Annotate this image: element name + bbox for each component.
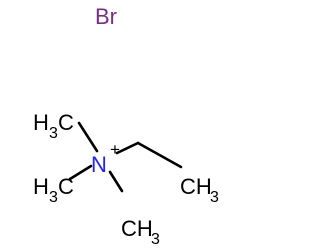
bond-ethyl-ch2-ch3 xyxy=(136,141,183,169)
methyl-right: CH 3 xyxy=(180,174,219,206)
methyl-bottom-subscript: 3 xyxy=(151,231,160,248)
bond-n-left-methyl xyxy=(68,164,93,181)
bonds xyxy=(68,121,183,193)
nitrogen-label: N xyxy=(91,152,107,177)
bond-n-bottom-methyl xyxy=(108,170,124,193)
bond-n-ethyl-ch2 xyxy=(115,141,140,155)
methyl-left-h: H xyxy=(33,174,49,199)
methyl-right-subscript: 3 xyxy=(210,189,219,206)
methyl-upper-left-subscript: 3 xyxy=(49,125,58,142)
methyl-left-subscript: 3 xyxy=(49,189,58,206)
methyl-upper-left-c: C xyxy=(58,110,74,135)
methyl-upper-left: H 3 C xyxy=(33,110,74,142)
nitrogen-charge: + xyxy=(110,140,120,159)
methyl-left-c: C xyxy=(58,174,74,199)
bromide-label: Br xyxy=(95,4,117,29)
methyl-bottom-ch: CH xyxy=(121,216,153,241)
bond-n-upper-left-methyl xyxy=(77,121,99,153)
methyl-left: H 3 C xyxy=(33,174,74,206)
methyl-right-ch: CH xyxy=(180,174,212,199)
methyl-bottom: CH 3 xyxy=(121,216,160,248)
structure-diagram: Br N + H 3 C H 3 C CH 3 CH 3 xyxy=(33,4,219,248)
methyl-upper-left-h: H xyxy=(33,110,49,135)
